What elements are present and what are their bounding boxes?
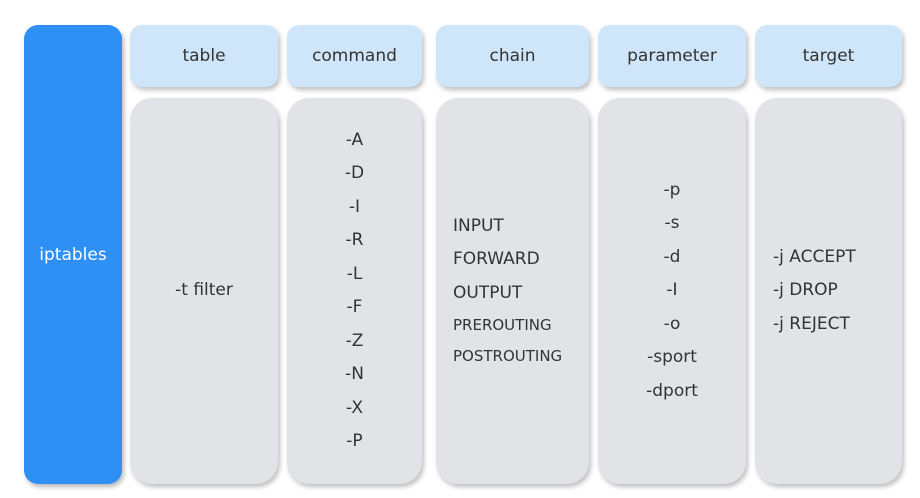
- header-chain-label: chain: [489, 46, 536, 66]
- parameter-option-item: -s: [664, 213, 680, 234]
- command-option-item: -A: [345, 129, 364, 150]
- target-option-item: -j REJECT: [773, 313, 850, 334]
- target-option-item: -j DROP: [773, 280, 838, 301]
- command-option-item: -F: [346, 297, 363, 317]
- header-target: target: [755, 25, 902, 87]
- table-option-item: -t filter: [175, 280, 233, 301]
- chain-option-item: FORWARD: [453, 249, 540, 270]
- command-option-item: -P: [346, 431, 363, 451]
- header-parameter: parameter: [598, 25, 746, 87]
- command-option-item: -X: [346, 397, 363, 418]
- header-command: command: [287, 25, 422, 87]
- header-command-label: command: [312, 46, 397, 66]
- header-table-label: table: [182, 46, 226, 66]
- header-target-label: target: [802, 46, 855, 66]
- parameter-option-item: -sport: [647, 347, 697, 368]
- command-option-item: -I: [348, 196, 361, 217]
- command-option-item: -R: [345, 230, 364, 250]
- chain-option-item: INPUT: [453, 215, 504, 236]
- header-chain: chain: [436, 25, 589, 87]
- header-parameter-label: parameter: [627, 46, 717, 66]
- chain-option-item: OUTPUT: [453, 282, 523, 303]
- chain-option-item: POSTROUTING: [453, 347, 563, 366]
- command-option-item: -N: [345, 364, 364, 384]
- card-table: -t filter: [130, 98, 278, 484]
- card-command: -A -D -I -R -L -F -Z -N -X -P: [287, 98, 422, 484]
- target-option-item: -j ACCEPT: [773, 246, 856, 267]
- parameter-option-item: -p: [663, 179, 681, 200]
- header-table: table: [130, 25, 278, 87]
- card-target: -j ACCEPT -j DROP -j REJECT: [755, 98, 902, 484]
- chain-option-item: PREROUTING: [453, 316, 552, 335]
- card-parameter: -p -s -d -I -o -sport -dport: [598, 98, 746, 484]
- command-option-item: -L: [346, 263, 363, 284]
- parameter-option-item: -o: [663, 313, 681, 334]
- command-option-item: -D: [344, 163, 365, 183]
- command-option-item: -Z: [345, 330, 364, 351]
- parameter-option-item: -d: [663, 246, 681, 267]
- card-chain: INPUT FORWARD OUTPUT PREROUTING POSTROUT…: [436, 98, 589, 484]
- parameter-option-item: -dport: [646, 380, 698, 401]
- parameter-option-item: -I: [666, 280, 678, 301]
- root-label: iptables: [39, 244, 107, 265]
- iptables-root-box: iptables: [24, 25, 122, 484]
